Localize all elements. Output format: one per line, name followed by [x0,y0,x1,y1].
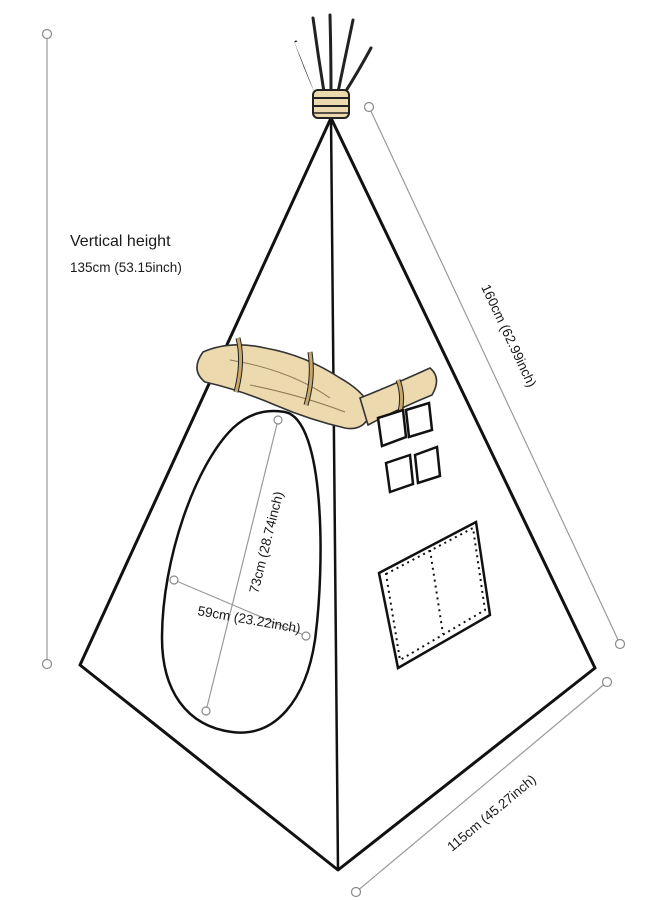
base-width-dimension [350,676,613,898]
door-height-endpoint-top [273,415,283,425]
vertical-height-value: 135cm (53.15inch) [70,260,182,275]
dimension-endpoint-left [350,886,362,898]
door-width-endpoint-right [301,631,311,641]
vertical-height-dimension [41,28,53,670]
base-width-label: 115cm (45.27inch) [444,772,539,855]
teepee-poles [294,13,373,96]
dimension-endpoint-top [41,28,53,40]
door-width-line [173,579,307,637]
rope-binding [312,89,350,119]
dimension-endpoint-right [601,676,613,688]
tent-body [78,116,597,872]
dimension-endpoint-top [363,101,375,113]
side-length-dimension [363,101,626,650]
dimension-endpoint-bottom [614,638,626,650]
door-width-endpoint-left [169,575,179,585]
door-opening [160,409,322,734]
dimension-endpoint-bottom [41,658,53,670]
door-height-endpoint-bottom [201,706,211,716]
vertical-height-title: Vertical height [70,233,171,250]
side-length-label: 160cm (62.99inch) [478,282,539,390]
rolled-door-flap [196,337,438,430]
window-lower [377,520,492,670]
window-upper [376,401,442,494]
door-height-line [205,419,279,712]
